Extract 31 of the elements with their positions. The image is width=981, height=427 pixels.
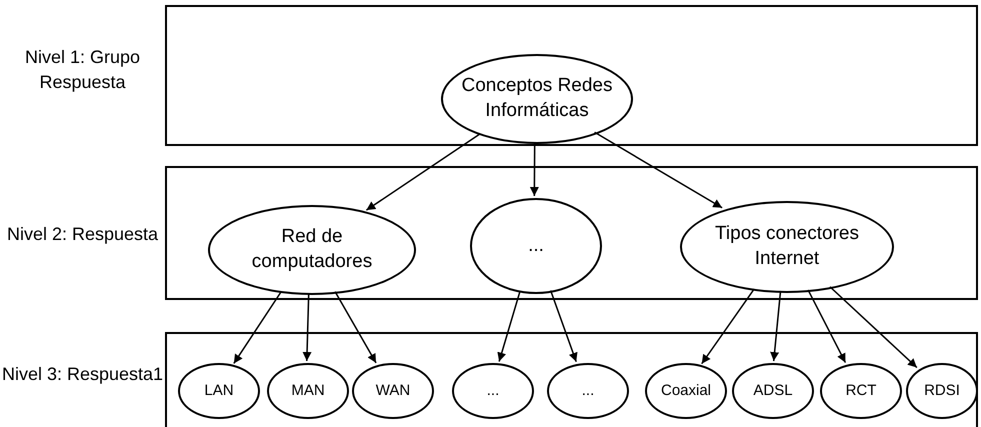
concept-ellipse: Red de computadores (208, 205, 416, 295)
level-band (165, 332, 978, 427)
concept-ellipse: LAN (178, 363, 260, 419)
concept-ellipse: RDSI (906, 363, 978, 419)
concept-ellipse: ... (452, 363, 534, 419)
concept-ellipse: Conceptos Redes Informáticas (441, 54, 633, 144)
concept-ellipse: ADSL (732, 363, 814, 419)
concept-ellipse: Coaxial (645, 363, 727, 419)
arrow (497, 290, 521, 362)
arrow (366, 133, 480, 211)
arrow (302, 292, 312, 362)
arrow (594, 132, 722, 208)
concept-ellipse: ... (547, 363, 629, 419)
concept-ellipse: RCT (820, 363, 902, 419)
arrow (770, 290, 782, 362)
arrow (334, 291, 377, 364)
concept-ellipse: ... (470, 198, 602, 294)
concept-ellipse: WAN (352, 363, 434, 419)
arrow (807, 290, 846, 363)
arrow (701, 288, 755, 364)
level-band (165, 5, 978, 146)
level-band (165, 166, 978, 300)
arrow (530, 142, 539, 196)
concept-ellipse: MAN (267, 363, 349, 419)
level-label: Nivel 1: Grupo Respuesta (24, 46, 142, 94)
concept-ellipse: Tipos conectores Internet (680, 201, 894, 293)
level-label: Nivel 3: Respuesta1 (2, 363, 164, 386)
arrow (233, 290, 282, 364)
arrow (550, 290, 578, 362)
arrow (829, 286, 918, 368)
level-label: Nivel 2: Respuesta (6, 223, 158, 246)
